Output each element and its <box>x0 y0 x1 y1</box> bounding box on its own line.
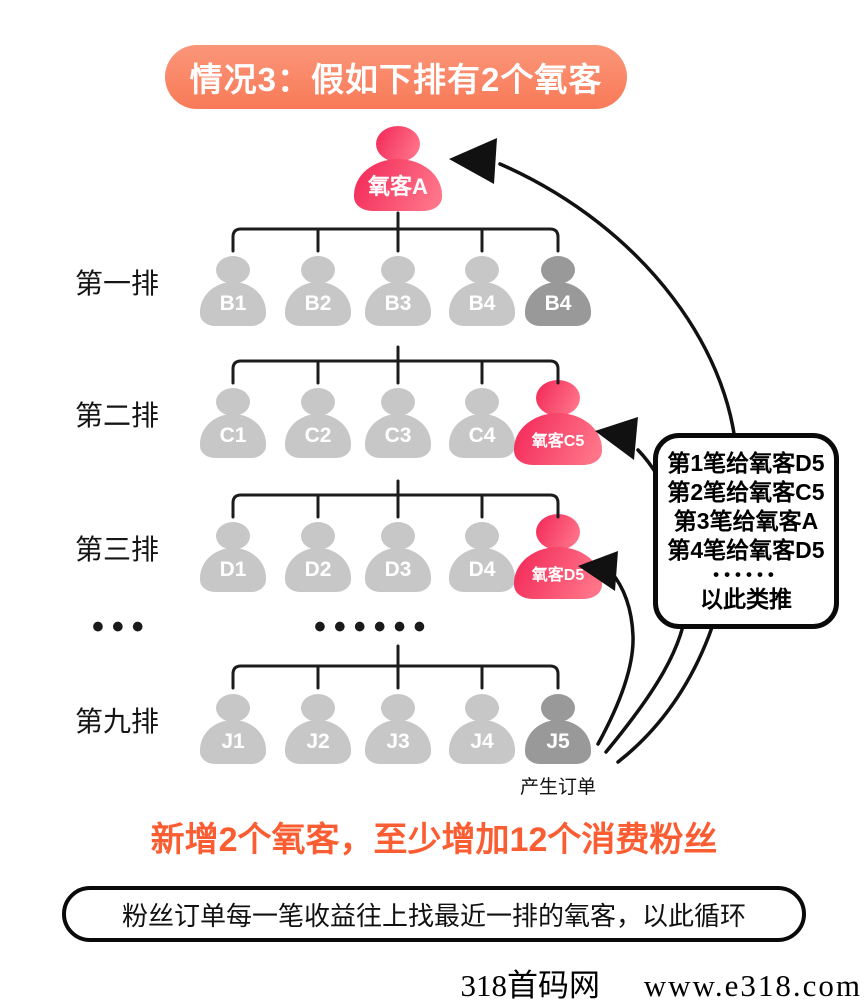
person-head <box>536 514 580 550</box>
person-head <box>465 256 499 284</box>
person-b2: B2 <box>285 256 351 326</box>
arrowhead-oxygen-d5 <box>578 551 618 591</box>
person-label: B4 <box>525 282 591 326</box>
person-oxygen-d5: 氧客D5 <box>514 514 602 599</box>
person-label: C4 <box>449 414 515 458</box>
person-b4: B4 <box>449 256 515 326</box>
order-note: 产生订单 <box>519 777 596 798</box>
person-label: J2 <box>285 720 351 764</box>
person-j1: J1 <box>200 694 266 764</box>
row-label-9: 第九排 <box>75 706 160 737</box>
arrowheads <box>449 138 638 591</box>
watermark-url: www.e318.com <box>643 968 862 1003</box>
person-head <box>381 256 415 284</box>
person-label: J3 <box>365 720 431 764</box>
person-d3: D3 <box>365 522 431 592</box>
person-label: D2 <box>285 548 351 592</box>
person-head <box>465 388 499 416</box>
rule-text: 粉丝订单每一笔收益往上找最近一排的氧客，以此循环 <box>121 900 746 931</box>
person-label: D4 <box>449 548 515 592</box>
bracket-row2 <box>231 359 560 385</box>
rule-pill: 粉丝订单每一笔收益往上找最近一排的氧客，以此循环 <box>62 886 806 942</box>
bracket-row9-drops <box>316 664 484 690</box>
person-label: J1 <box>200 720 266 764</box>
callout-ellipsis: •••••• <box>713 564 779 584</box>
curve-to-oxygen-d5 <box>596 570 635 746</box>
person-label: B4 <box>449 282 515 326</box>
person-c2: C2 <box>285 388 351 458</box>
person-head <box>301 256 335 284</box>
person-label: C3 <box>365 414 431 458</box>
summary-highlight: 新增2个氧客，至少增加12个消费粉丝 <box>150 821 718 859</box>
person-label: J5 <box>525 720 591 764</box>
person-head <box>381 522 415 550</box>
person-j4: J4 <box>449 694 515 764</box>
row-label-1: 第一排 <box>75 268 160 299</box>
row-label-3: 第三排 <box>75 534 160 565</box>
ellipsis-center: •••••• <box>314 608 434 646</box>
bracket-row2-drops <box>316 359 484 385</box>
person-head <box>301 522 335 550</box>
person-label: C2 <box>285 414 351 458</box>
payout-callout: 第1笔给氧客D5 第2笔给氧客C5 第3笔给氧客A 第4笔给氧客D5 •••••… <box>653 433 839 629</box>
person-label: D3 <box>365 548 431 592</box>
person-label: D1 <box>200 548 266 592</box>
arrowhead-oxygen-a <box>449 138 497 184</box>
person-head <box>376 126 420 162</box>
person-head <box>381 388 415 416</box>
callout-line-3: 第3笔给氧客A <box>673 507 819 534</box>
person-j2: J2 <box>285 694 351 764</box>
bracket-row1 <box>231 227 560 253</box>
title-banner: 情况3：假如下排有2个氧客 <box>165 45 627 109</box>
person-label: 氧客C5 <box>514 413 602 465</box>
person-label: 氧客D5 <box>514 547 602 599</box>
person-head <box>216 694 250 722</box>
watermark-site: 318首码网 <box>460 968 600 1003</box>
row-label-2: 第二排 <box>75 400 160 431</box>
person-label: B3 <box>365 282 431 326</box>
bracket-row9 <box>231 664 560 690</box>
person-c1: C1 <box>200 388 266 458</box>
person-head <box>301 694 335 722</box>
person-b4-dark: B4 <box>525 256 591 326</box>
person-head <box>541 256 575 284</box>
person-head <box>216 256 250 284</box>
bracket-row1-drops <box>316 227 484 253</box>
person-label: 氧客A <box>354 159 442 211</box>
tree-brackets <box>231 211 560 690</box>
callout-line-4: 第4笔给氧客D5 <box>667 536 825 563</box>
person-d4: D4 <box>449 522 515 592</box>
person-c4: C4 <box>449 388 515 458</box>
title-banner-text: 情况3：假如下排有2个氧客 <box>189 61 603 98</box>
person-head <box>465 694 499 722</box>
callout-line-2: 第2笔给氧客C5 <box>667 478 825 505</box>
callout-line-1: 第1笔给氧客D5 <box>667 449 825 476</box>
bracket-row3-drops <box>316 493 484 519</box>
person-label: B1 <box>200 282 266 326</box>
person-head <box>381 694 415 722</box>
person-oxygen-a: 氧客A <box>354 126 442 211</box>
person-head <box>216 522 250 550</box>
person-label: B2 <box>285 282 351 326</box>
person-b1: B1 <box>200 256 266 326</box>
person-head <box>465 522 499 550</box>
person-b3: B3 <box>365 256 431 326</box>
arrowhead-oxygen-c5 <box>595 417 638 460</box>
person-oxygen-c5: 氧客C5 <box>514 380 602 465</box>
bracket-row3 <box>231 493 560 519</box>
person-j5: J5 <box>525 694 591 764</box>
watermark: 318首码网 www.e318.com <box>0 960 862 1005</box>
person-head <box>536 380 580 416</box>
person-head <box>541 694 575 722</box>
person-j3: J3 <box>365 694 431 764</box>
person-label: J4 <box>449 720 515 764</box>
person-d1: D1 <box>200 522 266 592</box>
person-label: C1 <box>200 414 266 458</box>
person-head <box>301 388 335 416</box>
person-head <box>216 388 250 416</box>
callout-last-line: 以此类推 <box>700 585 792 612</box>
person-d2: D2 <box>285 522 351 592</box>
ellipsis-left: ••• <box>92 608 152 646</box>
person-c3: C3 <box>365 388 431 458</box>
